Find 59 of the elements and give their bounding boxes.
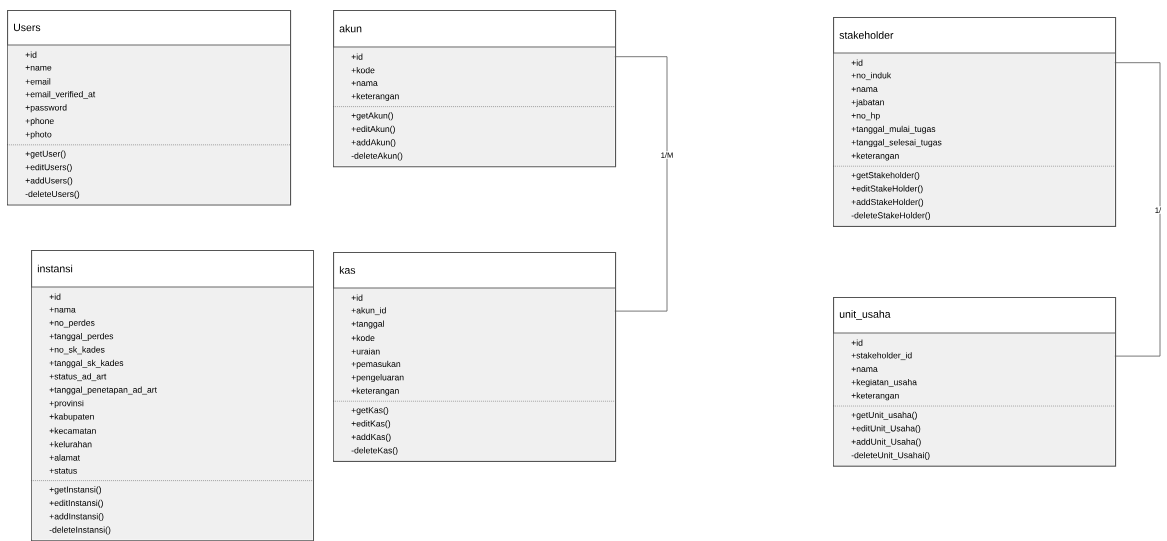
node-label: +keterangan (851, 392, 899, 401)
connector-line (614, 56, 668, 312)
node-label: +alamat (49, 454, 80, 461)
node-label: +keterangan (351, 92, 399, 101)
node-label: +keterangan (851, 152, 899, 161)
node-label: +name (25, 65, 52, 71)
node-label: +tanggal_selesai_tugas (851, 139, 942, 148)
method-compartment: +getKas() +editKas() +addKas() -deleteKas() (332, 400, 616, 461)
attribute-compartment: +id +akun_id +tanggal +kode +uraian +pemasukan +pengeluaran +keterangan (332, 287, 616, 401)
node-label: +uraian (351, 348, 380, 355)
attribute-compartment: +id +name +email +email_verified_at +password +phone +photo (6, 44, 291, 145)
node-label: +akun_id (351, 307, 386, 316)
node-label: +photo (25, 131, 52, 140)
method-compartment: +getUnit_usaha() +editUnit_Usaha() +addUnit_Usaha() -deleteUnit_Usahai() (832, 405, 1116, 466)
node-label: +no_hp (851, 112, 880, 121)
node-label: +email_verified_at (25, 90, 96, 99)
method-compartment: +getUser() +editUsers() +addUsers() -deleteUsers() (6, 144, 291, 204)
node-label: +pengeluaran (351, 374, 404, 383)
node-label: +nama (851, 366, 878, 373)
node-label: +nama (351, 80, 378, 87)
node-label: +nama (851, 86, 878, 93)
node-label: +kabupaten (49, 413, 94, 422)
attribute-compartment: +id +stakeholder_id +nama +kegiatan_usaha +keterangan (832, 332, 1116, 406)
node-label: +id (351, 53, 363, 60)
node-label: +phone (25, 117, 54, 126)
node-label: +tanggal_perdes (49, 332, 114, 341)
node-label: +status (49, 468, 77, 474)
node-label: +nama (49, 307, 76, 313)
method-compartment: +getAkun() +editAkun() +addAkun() -deleteAkun() (332, 106, 616, 166)
node-label: +no_perdes (49, 319, 95, 328)
node-label: +kecamatan (49, 427, 96, 434)
node-label: +kode (351, 334, 375, 342)
node-label: +tanggal_mulai_tugas (851, 125, 936, 134)
node-label: +id (851, 59, 863, 66)
node-label: +stakeholder_id (851, 352, 912, 361)
node-label: +pemasukan (351, 360, 401, 369)
node-label: +tanggal_sk_kades (49, 359, 124, 368)
node-label: +tanggal_penetapan_ad_art (49, 386, 157, 395)
node-label: +id (25, 51, 37, 58)
node-label: +kegiatan_usaha (851, 378, 917, 387)
node-label: +email (25, 78, 51, 85)
method-compartment: +getStakeholder() +editStakeHolder() +addStakeHolder() -deleteStakeHolder() (832, 165, 1116, 226)
node-label: +no_induk (851, 72, 892, 81)
node-label: +no_sk_kades (49, 346, 105, 355)
method-compartment: +getInstansi() +editInstansi() +addInstansi() -deleteInstansi() (30, 480, 314, 540)
node-label: +provinsi (49, 399, 84, 408)
node-label: +id (851, 339, 863, 346)
node-label: +kode (351, 66, 375, 74)
node-label: +id (351, 294, 363, 301)
attribute-compartment: +id +kode +nama +keterangan (332, 46, 616, 107)
node-label: +keterangan (351, 387, 399, 396)
node-label: +jabatan (851, 98, 884, 107)
node-label: +status_ad_art (49, 373, 107, 382)
connector-line (1114, 62, 1161, 357)
node-label: +tanggal (351, 320, 384, 329)
node-label: +kelurahan (49, 440, 92, 448)
node-label: +id (49, 293, 61, 300)
node-label: +password (25, 104, 67, 113)
attribute-compartment: +id +no_induk +nama +jabatan +no_hp +tanggal_mulai_tugas +tanggal_selesai_tugas +keterangan (832, 52, 1116, 166)
